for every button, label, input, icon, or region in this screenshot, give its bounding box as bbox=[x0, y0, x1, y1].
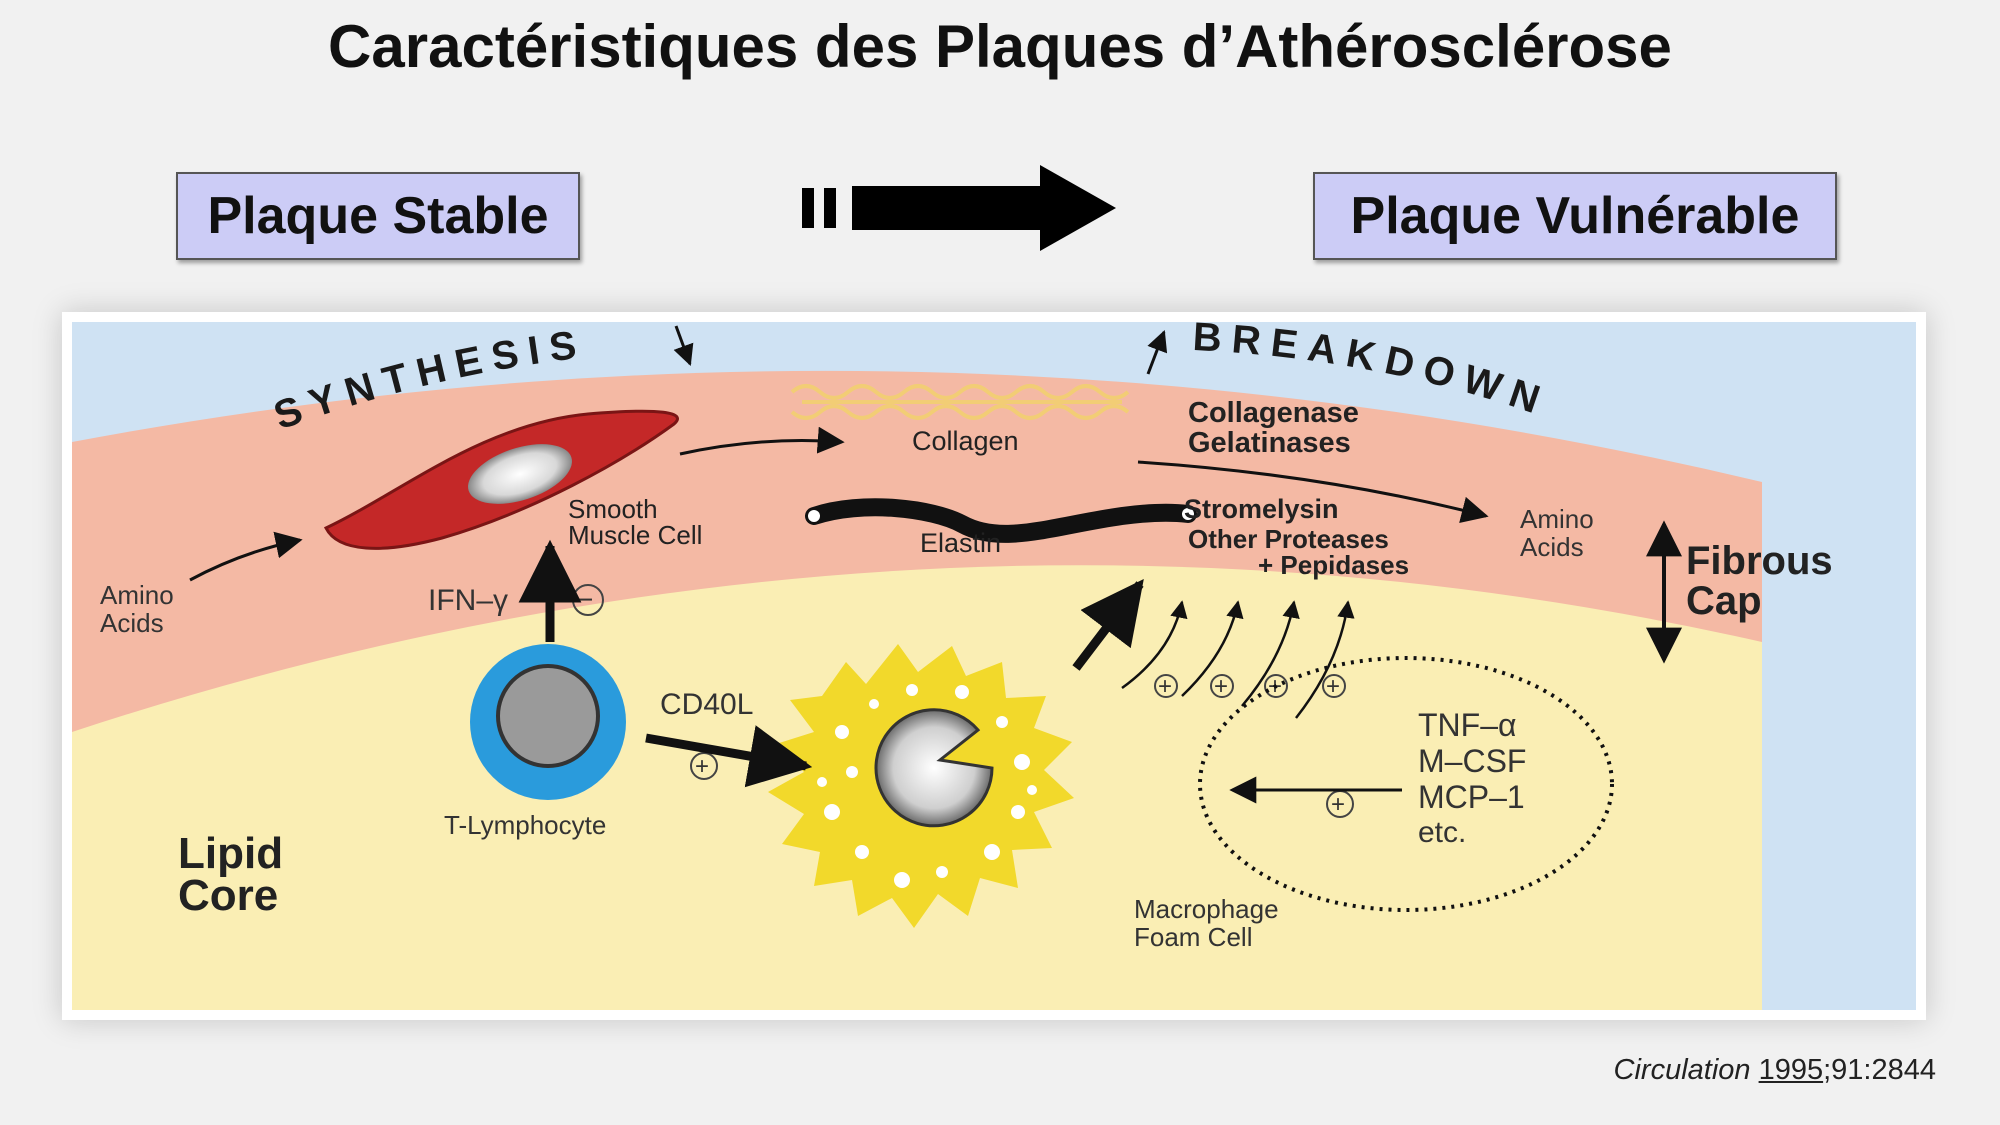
pepidases-label: + Pepidases bbox=[1258, 550, 1409, 580]
smooth-muscle-label-2: Muscle Cell bbox=[568, 520, 702, 550]
foam-cell-nucleus bbox=[874, 708, 994, 828]
amino-acids-right-label-2: Acids bbox=[1520, 532, 1584, 562]
amino-acids-left-label-2: Acids bbox=[100, 608, 164, 638]
lipid-droplets bbox=[817, 684, 1037, 888]
macrophage-label-2: Foam Cell bbox=[1134, 922, 1252, 952]
gelatinases-label: Gelatinases bbox=[1188, 427, 1351, 459]
collagen-fibers bbox=[790, 384, 1130, 420]
lipid-core-label-2: Core bbox=[178, 871, 278, 920]
lipid-core-label: Lipid bbox=[178, 829, 283, 878]
plaque-figure: SYNTHESIS BREAKDOWN Smooth Muscle Cell C… bbox=[62, 312, 1926, 1020]
citation-year: 1995 bbox=[1758, 1054, 1824, 1086]
etc-label: etc. bbox=[1418, 816, 1466, 849]
ifn-gamma-label: IFN–γ bbox=[428, 584, 508, 617]
elastin-label: Elastin bbox=[920, 528, 1001, 558]
citation-journal: Circulation bbox=[1613, 1054, 1751, 1086]
collagenase-label: Collagenase bbox=[1188, 397, 1359, 429]
vulnerable-plaque-box: Plaque Vulnérable bbox=[1313, 172, 1837, 260]
other-proteases-label: Other Proteases bbox=[1188, 524, 1389, 554]
citation-volume: ;91:2844 bbox=[1823, 1054, 1936, 1086]
stromelysin-label: Stromelysin bbox=[1184, 494, 1339, 524]
slide-title: Caractéristiques des Plaques d’Athéroscl… bbox=[328, 13, 1672, 80]
svg-text:+: + bbox=[695, 753, 709, 780]
svg-text:+: + bbox=[1331, 791, 1345, 818]
cytokine-region-outline bbox=[1198, 656, 1614, 912]
collagen-label: Collagen bbox=[912, 426, 1019, 456]
macrophage-label: Macrophage bbox=[1134, 894, 1279, 924]
svg-text:−: − bbox=[577, 584, 593, 615]
fibrous-cap-label: Fibrous bbox=[1686, 539, 1833, 583]
amino-acids-right-label: Amino bbox=[1520, 504, 1594, 534]
elastin-fiber bbox=[805, 498, 1197, 543]
cd40l-label: CD40L bbox=[660, 688, 753, 721]
stable-plaque-box: Plaque Stable bbox=[176, 172, 580, 260]
svg-text:+: + bbox=[1158, 673, 1172, 700]
citation: Circulation 1995;91:2844 bbox=[1614, 1054, 1936, 1087]
fibrous-cap-label-2: Cap bbox=[1686, 579, 1762, 623]
progression-arrow-icon bbox=[802, 165, 1116, 251]
smooth-muscle-label: Smooth bbox=[568, 494, 658, 524]
tnf-alpha-label: TNF–α bbox=[1418, 707, 1517, 743]
mcp1-label: MCP–1 bbox=[1418, 779, 1525, 815]
t-lymphocyte-nucleus bbox=[496, 664, 600, 768]
smooth-muscle-nucleus bbox=[468, 444, 572, 504]
t-lymphocyte-label: T-Lymphocyte bbox=[444, 810, 606, 840]
svg-text:+: + bbox=[1214, 673, 1228, 700]
svg-text:+: + bbox=[1326, 673, 1340, 700]
mcsf-label: M–CSF bbox=[1418, 743, 1526, 779]
amino-acids-left-label: Amino bbox=[100, 580, 174, 610]
